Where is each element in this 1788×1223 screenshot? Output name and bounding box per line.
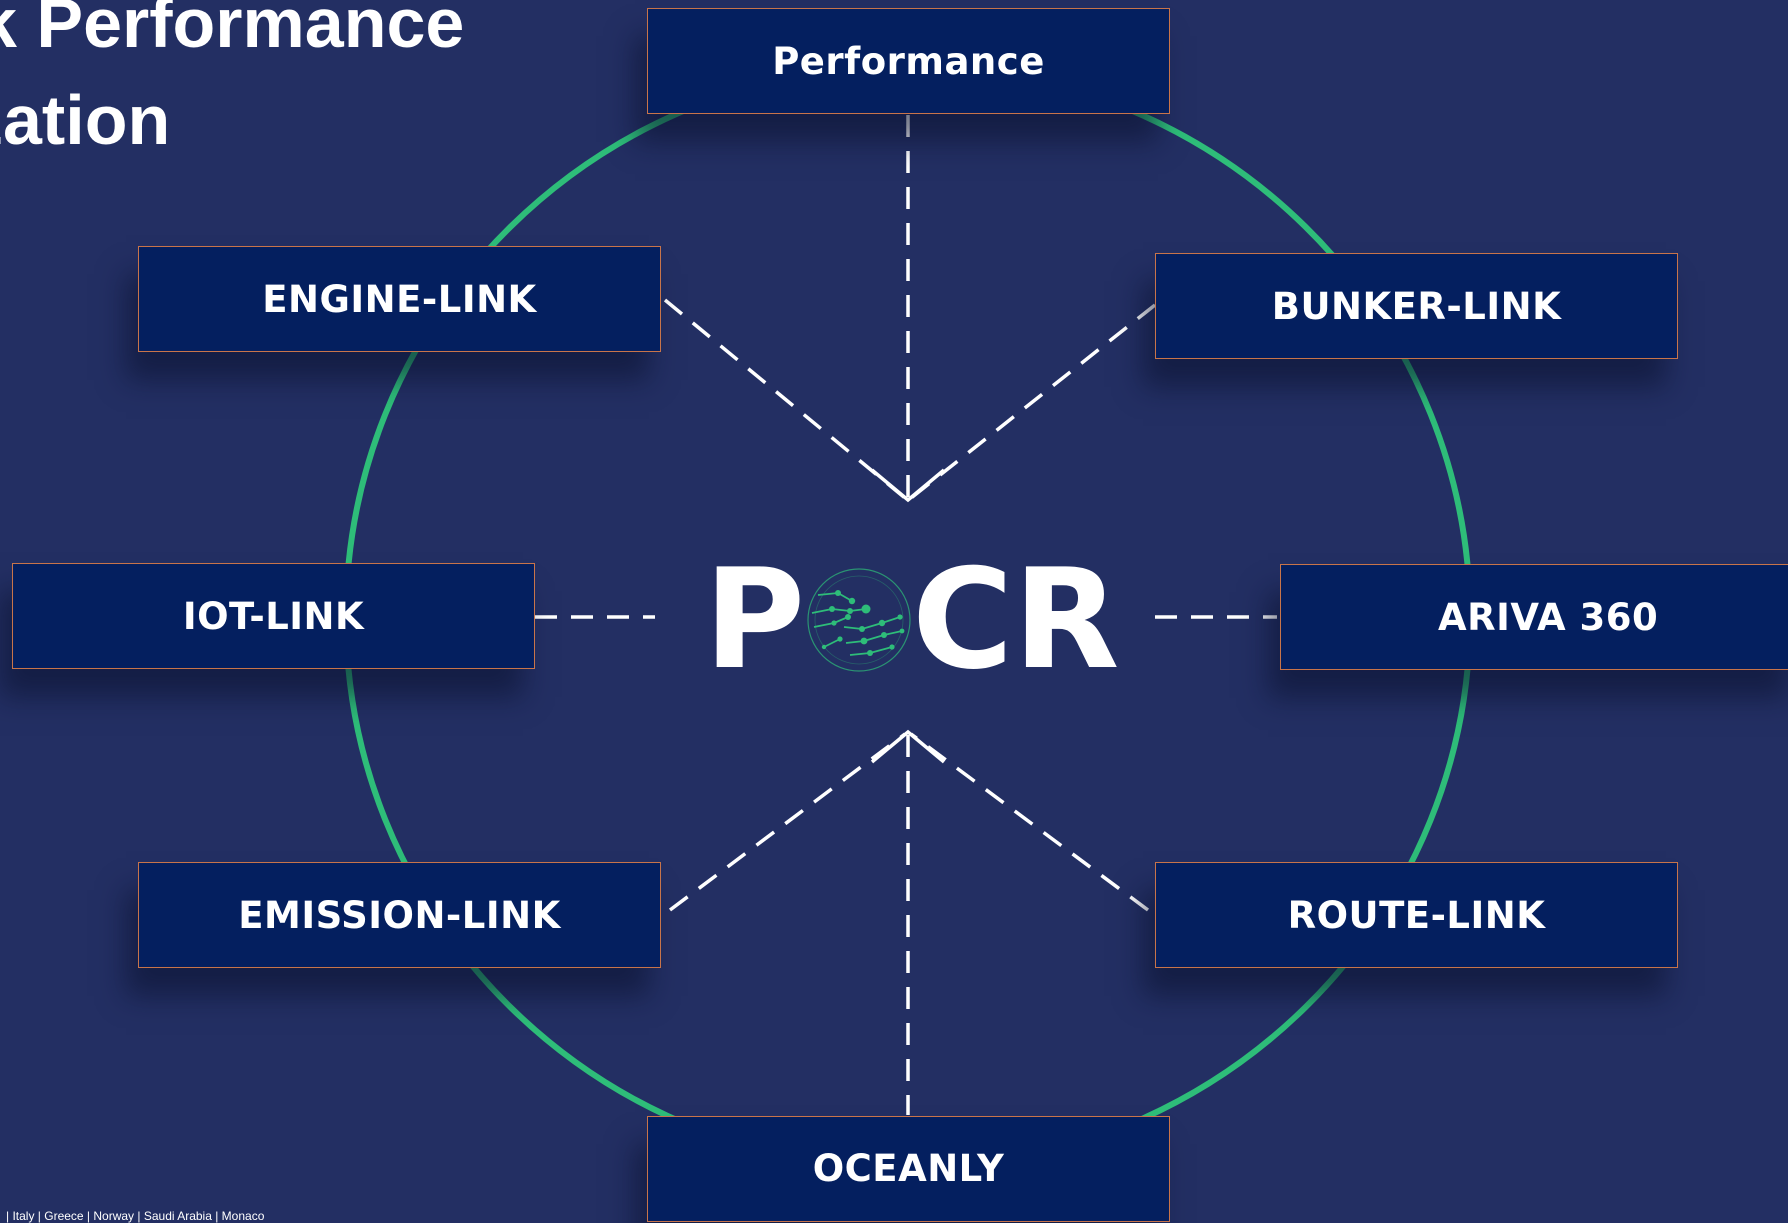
logo-letters-cr: CR [912, 539, 1120, 700]
node-oceanly-label: OCEANLY [812, 1147, 1005, 1190]
arrowhead-bottom [870, 729, 946, 764]
network-globe-icon [804, 565, 914, 675]
node-iot-link[interactable]: IOT-LINK [12, 563, 535, 669]
connector-bottom-right [909, 732, 1150, 912]
pocr-logo: P CR [704, 539, 1124, 700]
logo-letter-p: P [704, 539, 806, 700]
node-ariva-360-label: ARIVA 360 [1438, 595, 1659, 639]
node-bunker-link-label: BUNKER-LINK [1271, 284, 1562, 328]
node-performance-label: Performance [772, 39, 1045, 83]
node-engine-link[interactable]: ENGINE-LINK [138, 246, 661, 352]
node-emission-link[interactable]: EMISSION-LINK [138, 862, 661, 968]
node-oceanly[interactable]: OCEANLY [647, 1116, 1170, 1222]
node-performance[interactable]: Performance [647, 8, 1170, 114]
arrowhead-top [870, 468, 946, 503]
connector-bottom-left [668, 732, 907, 912]
node-ariva-360[interactable]: ARIVA 360 [1280, 564, 1788, 670]
node-emission-link-label: EMISSION-LINK [238, 893, 561, 937]
footer-locations: | Italy | Greece | Norway | Saudi Arabia… [6, 1209, 265, 1223]
node-route-link[interactable]: ROUTE-LINK [1155, 862, 1678, 968]
node-iot-link-label: IOT-LINK [182, 594, 365, 638]
slide-title-line-2: zation [0, 81, 171, 159]
node-route-link-label: ROUTE-LINK [1287, 893, 1546, 937]
connector-top-left [663, 298, 907, 500]
connector-top-right [909, 303, 1157, 500]
node-bunker-link[interactable]: BUNKER-LINK [1155, 253, 1678, 359]
slide-title-line-1: k Performance [0, 0, 465, 62]
node-engine-link-label: ENGINE-LINK [262, 277, 537, 321]
